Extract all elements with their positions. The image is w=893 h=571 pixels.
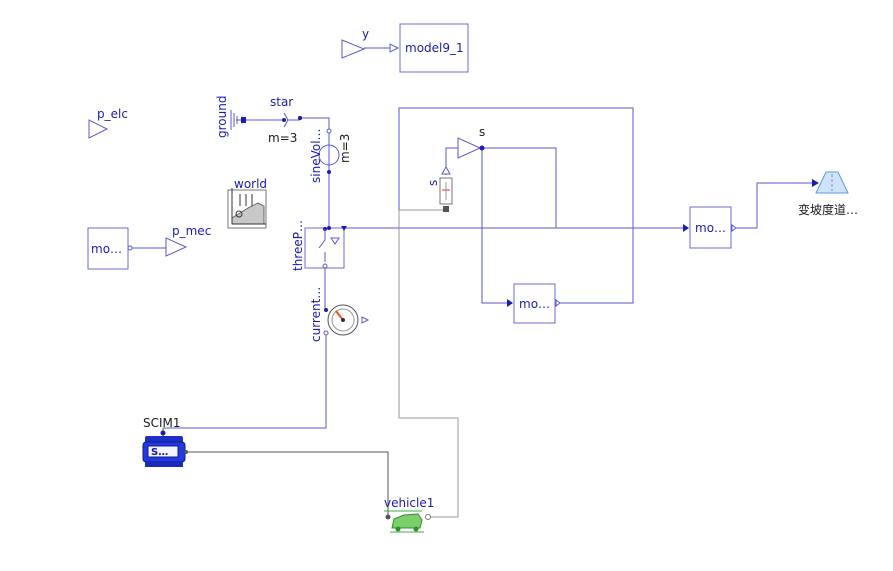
star-icon bbox=[283, 112, 300, 128]
input-triangle-icon bbox=[88, 119, 109, 139]
scim-motor[interactable]: SCIM1 S… bbox=[142, 416, 188, 467]
wire-current-scim[interactable] bbox=[162, 333, 327, 438]
input-p-elc[interactable]: p_elc bbox=[88, 107, 128, 139]
current-output-icon bbox=[361, 316, 370, 324]
scim-nameplate-label: S… bbox=[151, 447, 168, 458]
world-gear-icon bbox=[235, 210, 243, 218]
output-triangle-icon bbox=[165, 237, 188, 257]
label-road: 变坡度道… bbox=[798, 202, 858, 217]
port-icon bbox=[127, 245, 133, 251]
junction-dot bbox=[327, 226, 331, 230]
scim-nameplate bbox=[147, 445, 179, 458]
block-model9-label: model9_1 bbox=[405, 41, 464, 55]
wire-scim-vehicle[interactable] bbox=[184, 451, 389, 517]
vehicle-car-icon bbox=[391, 513, 423, 529]
ground-port-icon bbox=[241, 117, 246, 123]
wires bbox=[131, 47, 812, 518]
gain-output-dot bbox=[479, 145, 485, 151]
label-world: world bbox=[234, 177, 267, 191]
label-current: current… bbox=[309, 287, 323, 342]
input-y[interactable]: y bbox=[341, 27, 369, 59]
label-ground: ground bbox=[215, 96, 229, 138]
road-port-icon bbox=[812, 179, 819, 187]
block-mo-left-label: mo… bbox=[91, 242, 122, 256]
vehicle-wheel-icon bbox=[413, 526, 419, 532]
port-icon bbox=[507, 299, 513, 307]
scim-base-icon bbox=[145, 462, 183, 467]
label-p-elc: p_elc bbox=[97, 107, 128, 121]
block-mo-left[interactable]: mo… bbox=[87, 227, 133, 270]
sine-port-icon bbox=[327, 170, 331, 174]
port-icon bbox=[389, 43, 400, 53]
port-icon bbox=[683, 224, 689, 232]
output-p-mec[interactable]: p_mec bbox=[165, 224, 211, 257]
label-p-mec: p_mec bbox=[172, 224, 211, 238]
block-mo-right[interactable]: mo… bbox=[683, 206, 737, 249]
scim-port-icon bbox=[160, 430, 166, 436]
sensor-flange-icon bbox=[443, 206, 449, 212]
port-icon bbox=[731, 224, 737, 232]
block-mo-middle-label: mo… bbox=[519, 297, 550, 311]
sine-port-icon bbox=[326, 128, 332, 134]
wire-mo-road[interactable] bbox=[732, 182, 812, 229]
gain-s[interactable]: s bbox=[457, 125, 485, 159]
vehicle[interactable]: vehicle1 bbox=[384, 496, 434, 533]
ground[interactable]: ground bbox=[215, 96, 246, 138]
port-icon bbox=[555, 299, 561, 307]
block-model9[interactable]: model9_1 bbox=[389, 23, 469, 73]
wire-loop-top[interactable] bbox=[398, 107, 634, 304]
label-sine-m3: m=3 bbox=[338, 134, 352, 163]
sensor-output-icon bbox=[441, 165, 451, 175]
label-y: y bbox=[362, 27, 369, 41]
three-phase-block[interactable]: threeP… bbox=[291, 220, 347, 271]
current-sensor[interactable]: current… bbox=[309, 287, 370, 342]
wire-gain-mo-mid[interactable] bbox=[481, 148, 510, 304]
three-phase-input-icon bbox=[341, 226, 347, 231]
label-scim: SCIM1 bbox=[143, 416, 181, 430]
block-mo-middle[interactable]: mo… bbox=[507, 283, 561, 324]
scim-top-icon bbox=[145, 436, 183, 443]
wire-star-sine[interactable] bbox=[300, 117, 330, 145]
three-phase-triangle-icon bbox=[330, 237, 340, 245]
input-triangle-icon bbox=[341, 39, 366, 59]
label-sine-voltage: sineVol… bbox=[309, 128, 323, 183]
road-block[interactable]: 变坡度道… bbox=[798, 171, 858, 217]
world[interactable]: world bbox=[227, 177, 267, 229]
wire-vehicle-loop[interactable] bbox=[398, 210, 459, 518]
junction-dot bbox=[298, 116, 302, 120]
star-port-icon bbox=[282, 118, 286, 122]
speed-sensor[interactable]: s bbox=[426, 165, 453, 212]
current-port-icon bbox=[324, 308, 328, 312]
label-star-m3: m=3 bbox=[268, 131, 297, 145]
junctions bbox=[298, 116, 331, 230]
block-mo-right-label: mo… bbox=[695, 221, 726, 235]
wire-gain-out[interactable] bbox=[480, 147, 557, 228]
gain-triangle-icon bbox=[457, 137, 482, 159]
label-vehicle: vehicle1 bbox=[384, 496, 434, 510]
three-phase-port-icon bbox=[322, 263, 328, 269]
road-icon bbox=[815, 171, 849, 194]
scim-shaft-icon bbox=[184, 450, 188, 454]
current-gauge-ring bbox=[331, 308, 355, 332]
current-pivot-icon bbox=[341, 318, 345, 322]
vehicle-port-icon bbox=[425, 514, 431, 520]
vehicle-port-icon bbox=[385, 514, 391, 520]
label-three-phase: threeP… bbox=[291, 220, 305, 271]
vehicle-wheel-icon bbox=[395, 526, 401, 532]
sine-voltage[interactable]: sineVol… m=3 bbox=[309, 128, 352, 183]
current-port-icon bbox=[323, 330, 329, 336]
label-star: star bbox=[270, 95, 293, 109]
three-phase-switch-icon bbox=[318, 239, 326, 249]
label-s-sensor: s bbox=[426, 180, 440, 186]
label-s-gain: s bbox=[479, 125, 485, 139]
